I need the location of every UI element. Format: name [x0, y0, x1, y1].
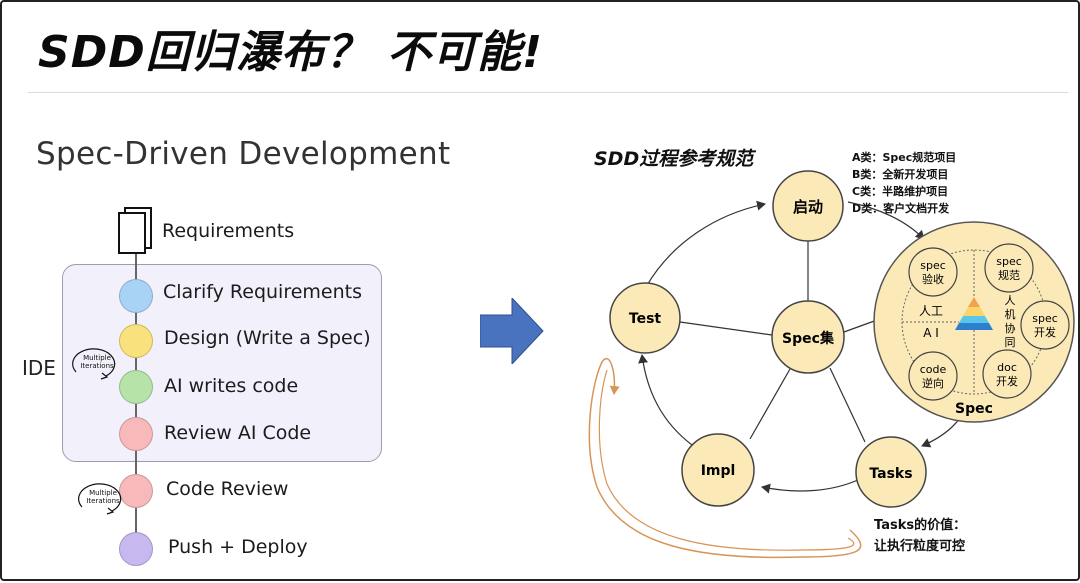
step-review-ai-dot [119, 417, 153, 451]
node-impl: Impl [681, 433, 755, 507]
loop-arrow-icon [78, 483, 122, 515]
subnode-line2: 规范 [998, 268, 1020, 282]
step-code-review-label: Code Review [166, 478, 289, 500]
title-divider [28, 92, 1068, 93]
subnode-line2: 验收 [922, 272, 944, 286]
node-tasks-label: Tasks [869, 466, 912, 482]
value-note-line2: 让执行粒度可控 [874, 539, 966, 554]
step-deploy-label: Push + Deploy [168, 536, 308, 558]
step-deploy-dot [119, 532, 153, 566]
spec-subnode-develop: spec 开发 [1020, 300, 1070, 350]
ide-label: IDE [22, 356, 56, 380]
spec-subnode-acceptance: spec 验收 [908, 247, 958, 297]
tasks-value-note: Tasks的价值： 让执行粒度可控 [874, 515, 966, 557]
loop-text: Multiple Iterations [80, 354, 114, 370]
node-impl-label: Impl [701, 463, 736, 479]
node-test: Test [609, 282, 681, 354]
category-b: B类：全新开发项目 [852, 168, 949, 181]
category-a: A类：Spec规范项目 [852, 151, 957, 164]
transition-arrow-icon [480, 298, 544, 364]
step-requirements-label: Requirements [162, 220, 295, 242]
collab-char: 同 [1005, 336, 1016, 349]
arrow-start-to-spec [847, 201, 925, 240]
step-code-review-dot [119, 474, 153, 508]
pyramid-icon [955, 297, 993, 330]
step-clarify-label: Clarify Requirements [163, 281, 363, 303]
collab-char: 协 [1005, 321, 1016, 335]
spec-subnode-reverse: code 逆向 [908, 351, 958, 401]
spec-subnode-doc: doc 开发 [982, 349, 1032, 399]
feedback-loop-arrow [588, 358, 862, 559]
loop-arrow-icon [72, 348, 116, 380]
spec-subnode-standard: spec 规范 [984, 243, 1034, 293]
node-start: 启动 [772, 170, 844, 242]
step-design-label: Design (Write a Spec) [164, 327, 371, 349]
subnode-line2: 开发 [1034, 325, 1056, 339]
document-stack-icon [118, 207, 152, 254]
value-note-line1: Tasks的价值： [874, 518, 967, 533]
node-spec-set: Spec集 [771, 300, 845, 374]
left-heading: Spec-Driven Development [36, 136, 451, 172]
spec-wheel: spec 验收 spec 规范 spec 开发 doc 开发 code [873, 221, 1075, 423]
node-spec-set-label: Spec集 [782, 330, 835, 347]
subnode-line1: spec [996, 255, 1022, 268]
project-categories: A类：Spec规范项目 B类：全新开发项目 C类：半路维护项目 D类：客户文档开… [852, 149, 956, 217]
node-start-label: 启动 [793, 198, 823, 216]
category-c: C类：半路维护项目 [852, 185, 949, 198]
node-test-label: Test [629, 311, 662, 327]
step-ai-code-label: AI writes code [164, 375, 299, 397]
ide-container [62, 264, 382, 462]
category-d: D类：客户文档开发 [852, 202, 950, 215]
feedback-loop-arrow-inner [598, 369, 855, 551]
step-review-ai-label: Review AI Code [164, 422, 312, 444]
subnode-line1: doc [997, 361, 1017, 374]
human-label: 人工 [919, 304, 943, 318]
iteration-loop-icon: Multiple Iterations [66, 342, 128, 382]
spoke-test [679, 321, 773, 336]
step-ai-code-dot [119, 370, 153, 404]
spec-wheel-label: Spec [955, 401, 993, 417]
loop-text: Multiple Iterations [86, 489, 120, 505]
step-design-dot [119, 324, 153, 358]
arrow-impl-to-test [638, 354, 693, 446]
subnode-line2: 开发 [996, 374, 1018, 388]
iteration-loop-icon: Multiple Iterations [72, 477, 134, 517]
node-tasks: Tasks [855, 436, 927, 508]
arrow-tasks-to-impl [761, 478, 861, 494]
collab-char: 人 [1005, 294, 1016, 307]
subnode-line2: 逆向 [922, 376, 944, 390]
spoke-tasks [829, 367, 866, 443]
collab-char: 机 [1005, 307, 1016, 321]
spoke-impl [749, 368, 791, 440]
subnode-line1: spec [920, 259, 946, 272]
subnode-line1: code [920, 363, 947, 376]
slide-title: SDD回归瀑布？ 不可能! [38, 27, 544, 78]
ai-label: A I [923, 326, 939, 340]
arrow-test-to-start [645, 200, 766, 288]
subnode-line1: spec [1032, 312, 1058, 325]
spoke-spec [843, 319, 878, 333]
step-clarify-dot [119, 279, 153, 313]
sdd-process-title: SDD过程参考规范 [594, 148, 754, 170]
